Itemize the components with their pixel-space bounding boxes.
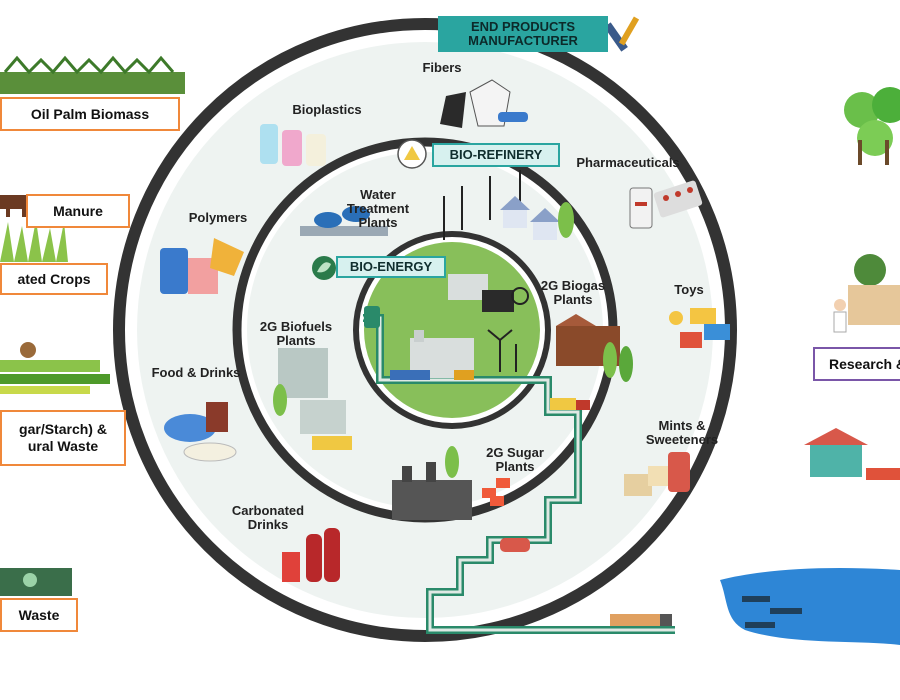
water-tanks-icon <box>300 206 388 236</box>
label-water-treatment: Water Treatment Plants <box>346 187 410 230</box>
sea-icon <box>720 568 900 645</box>
bottles-icon <box>260 124 326 166</box>
car-icon <box>500 538 530 552</box>
biogas-plant-icon <box>556 314 633 382</box>
farmhouse-icon <box>804 428 900 480</box>
lego-toys-icon <box>669 308 730 348</box>
field-icon <box>0 342 110 394</box>
soda-bottles-icon <box>282 528 340 582</box>
label-carbonated-drinks: Carbonated Drinks <box>231 503 305 532</box>
feedstock-waste: Waste <box>0 598 78 632</box>
food-icon <box>164 402 237 462</box>
feedstock-oil-palm: Oil Palm Biomass <box>0 97 180 131</box>
end-products-label: END PRODUCTS MANUFACTURER <box>468 19 578 48</box>
research-lab-icon <box>833 254 900 333</box>
pills-icon <box>629 180 703 229</box>
polymer-containers-icon <box>160 238 244 294</box>
tools-icon <box>604 16 640 52</box>
ship-icon <box>742 596 770 602</box>
grass-icon <box>0 220 68 262</box>
feedstock-label: ated Crops <box>17 270 91 287</box>
label-fibers: Fibers <box>422 60 462 75</box>
bio-refinery-label: BIO-REFINERY <box>449 147 543 162</box>
recycling-bin-icon <box>0 568 72 596</box>
biofuel-factory-icon <box>273 348 352 450</box>
sweets-icon <box>624 452 690 496</box>
label-pharmaceuticals: Pharmaceuticals <box>576 155 680 170</box>
bio-energy-banner: BIO-ENERGY <box>336 256 446 278</box>
ship-icon <box>745 622 775 628</box>
label-polymers: Polymers <box>188 210 248 225</box>
feedstock-label-line2: ural Waste <box>27 438 99 454</box>
feedstock-label: Waste <box>18 606 60 623</box>
label-biogas-plants: 2G Biogas Plants <box>540 278 606 307</box>
power-lines-houses-icon <box>443 170 574 240</box>
delivery-truck-icon <box>550 398 590 410</box>
feedstock-label: Oil Palm Biomass <box>30 105 150 122</box>
forest-icon <box>844 87 900 165</box>
feedstock-label-line1: gar/Starch) & <box>19 421 107 437</box>
end-user-research: Research & <box>813 347 900 381</box>
feedstock-manure: Manure <box>26 194 130 228</box>
leaf-icon <box>312 256 336 280</box>
cow-icon <box>0 195 30 217</box>
end-products-banner: END PRODUCTS MANUFACTURER <box>438 16 608 52</box>
label-biofuels-plants: 2G Biofuels Plants <box>259 319 333 348</box>
label-toys: Toys <box>674 282 704 297</box>
clothes-icon <box>440 79 528 128</box>
end-user-label: Research & <box>829 356 900 372</box>
bio-refinery-banner: BIO-REFINERY <box>432 143 560 167</box>
ship-icon <box>770 608 802 614</box>
energy-truck-icon <box>390 370 474 380</box>
fuel-pump-icon <box>364 306 380 328</box>
feedstock-label: Manure <box>53 202 103 219</box>
bio-energy-label: BIO-ENERGY <box>349 259 433 274</box>
solar-panel-icon <box>482 287 529 312</box>
label-food-drinks: Food & Drinks <box>151 365 241 380</box>
truck-icon <box>610 614 672 626</box>
feedstock-agri-waste: gar/Starch) & ural Waste <box>0 410 126 466</box>
flask-icon <box>397 139 427 169</box>
sugar-factory-icon <box>392 446 510 520</box>
label-sugar-plants: 2G Sugar Plants <box>486 445 544 474</box>
feedstock-crops: ated Crops <box>0 263 108 295</box>
oil-palm-icon <box>0 55 185 94</box>
wind-turbine-icon <box>487 329 517 372</box>
label-mints-sweeteners: Mints & Sweeteners <box>645 418 719 447</box>
label-bioplastics: Bioplastics <box>292 102 362 117</box>
